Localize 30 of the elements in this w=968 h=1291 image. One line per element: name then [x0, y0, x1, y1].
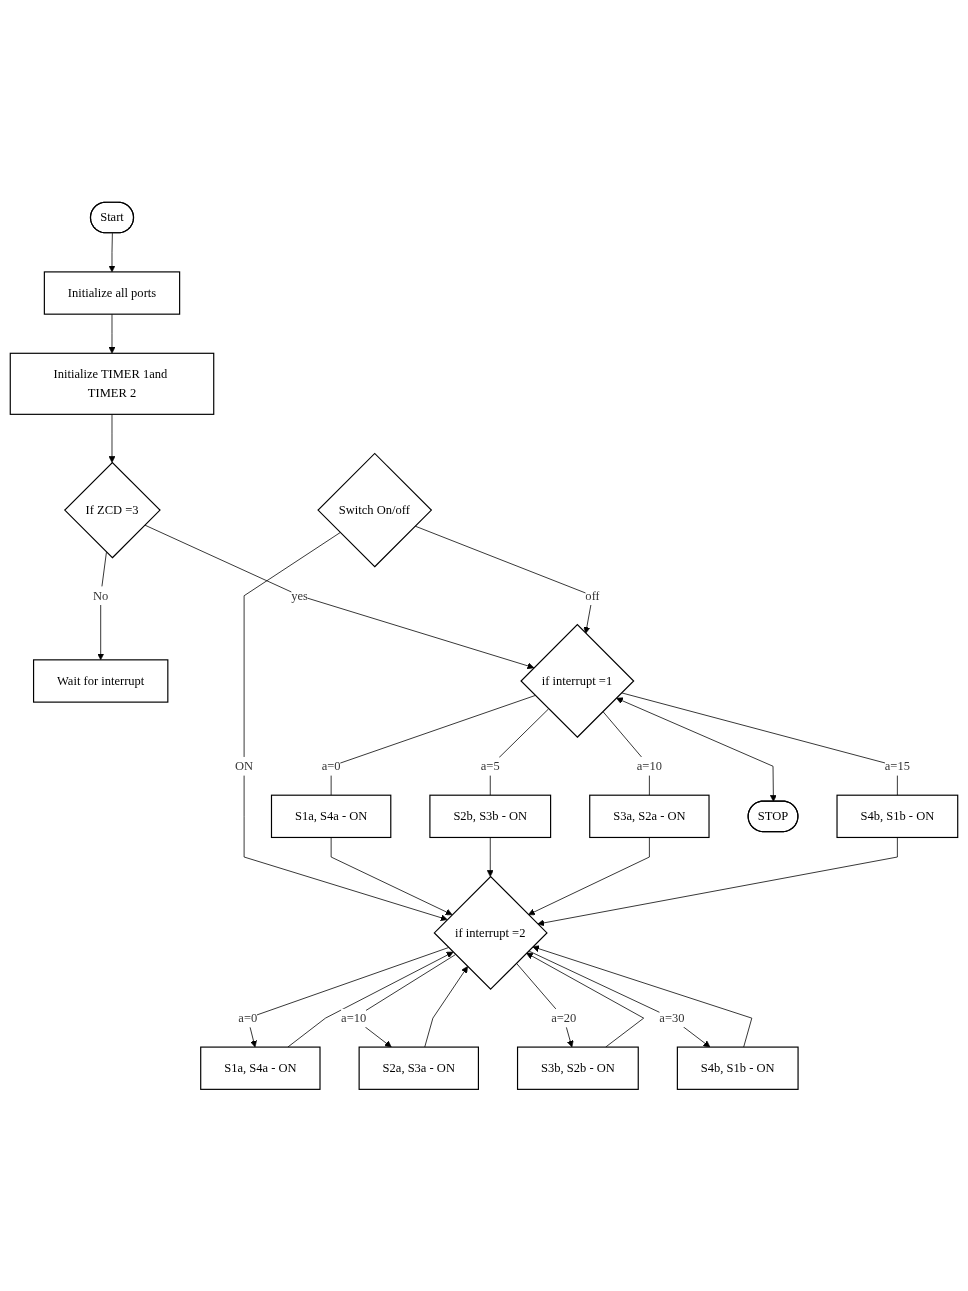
edge-label: off [585, 588, 600, 602]
edge-label: ON [235, 758, 254, 773]
edge-label: a=15 [884, 758, 910, 773]
connector [621, 692, 898, 796]
node-diamond: Switch On/off [317, 452, 433, 568]
edge-label: a=0 [238, 1010, 258, 1025]
edge-label: a=10 [636, 758, 662, 773]
node-box: Initialize TIMER 1and TIMER 2 [9, 352, 215, 415]
node-box: S4b, S1b - ON [836, 794, 959, 838]
connector [330, 694, 536, 796]
node-diamond: if interrupt =2 [433, 875, 548, 990]
edge-label: a=0 [321, 758, 341, 773]
node-box: Wait for interrupt [33, 658, 169, 703]
node-box: S2a, S3a - ON [358, 1046, 479, 1090]
edge-label: a=30 [659, 1010, 685, 1025]
node-box: S4b, S1b - ON [676, 1046, 799, 1090]
edge-label: a=5 [480, 758, 500, 773]
edge-label: No [93, 588, 109, 602]
node-box: S3a, S2a - ON [589, 794, 710, 838]
connector [489, 708, 549, 796]
node-box: S2b, S3b - ON [429, 794, 552, 838]
edge-label: a=20 [551, 1010, 577, 1025]
node-box: S3b, S2b - ON [516, 1046, 639, 1090]
edge-label: a=10 [341, 1010, 367, 1025]
node-box: S1a, S4a - ON [200, 1046, 321, 1090]
node-diamond: If ZCD =3 [63, 461, 161, 559]
node-box: S1a, S4a - ON [270, 794, 392, 838]
edge-label: yes [291, 588, 308, 602]
node-diamond: if interrupt =1 [520, 623, 635, 738]
node-box: Initialize all ports [43, 271, 181, 315]
